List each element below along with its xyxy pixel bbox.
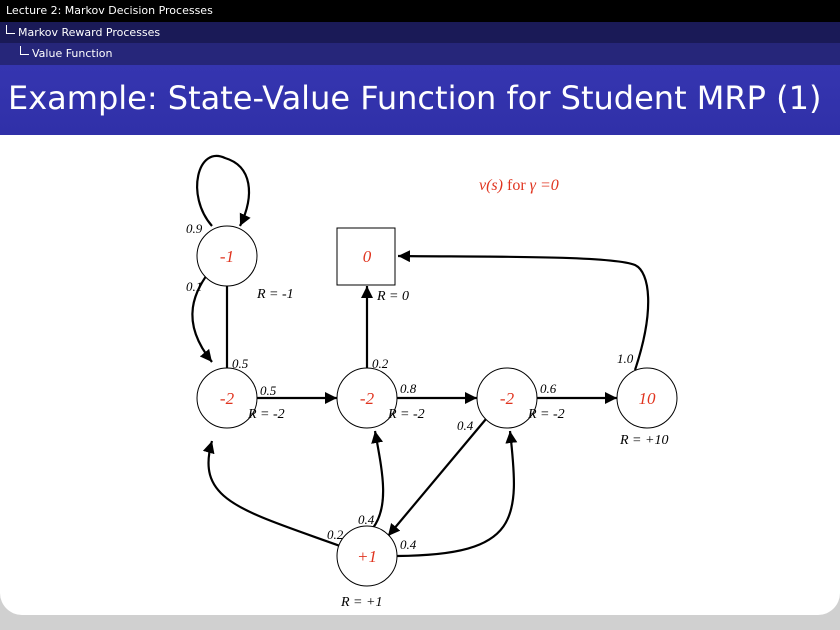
edge-pub-to-class2 [371,430,385,529]
slide-title: Example: State-Value Function for Studen… [8,79,822,117]
prob-class2-to-class3: 0.8 [400,381,417,396]
student-mrp-diagram: -1 -2 -2 -2 10 +1 0 R = -1 R = -2 R = -2… [186,154,678,610]
prob-pub-to-class3: 0.4 [400,537,417,552]
class1-value: -2 [220,389,235,408]
tree-corner-icon [6,25,15,34]
state-pub-node [336,525,398,587]
breadcrumb-lecture-label: Lecture 2: Markov Decision Processes [6,4,213,17]
state-class2-node [336,367,398,429]
pub-value: +1 [357,547,377,566]
caption-value-fn: v(s) [479,177,503,194]
sleep-value: 0 [363,247,372,266]
breadcrumb-section-label: Markov Reward Processes [18,26,161,39]
prob-pass-to-sleep: 1.0 [617,351,634,366]
edge-pub-to-class1 [202,440,341,548]
edge-facebook-self [196,154,251,227]
class3-value: -2 [500,389,515,408]
breadcrumb-lecture[interactable]: Lecture 2: Markov Decision Processes [0,0,840,22]
state-facebook-node [196,225,258,287]
facebook-value: -1 [220,247,234,266]
slide-title-bar: Example: State-Value Function for Studen… [0,65,840,135]
class2-reward: R = -2 [387,407,425,422]
class1-reward: R = -2 [247,407,285,422]
state-sleep-node [336,227,396,286]
caption-for: for [503,177,530,194]
prob-facebook-to-class1: 0.1 [186,279,202,294]
class2-value: -2 [360,389,375,408]
breadcrumb-section[interactable]: Markov Reward Processes [0,22,840,43]
edge-pub-to-class3 [396,430,518,558]
pub-reward: R = +1 [340,595,382,610]
breadcrumb-subsection-label: Value Function [32,47,113,60]
breadcrumb-subsection[interactable]: Value Function [0,43,840,65]
prob-pub-to-class2: 0.4 [358,512,375,527]
edge-class3-to-pub [387,418,487,537]
prob-class3-to-pub: 0.4 [457,418,474,433]
prob-class1-to-facebook: 0.5 [232,356,249,371]
state-pass-node [616,367,678,429]
facebook-reward: R = -1 [256,287,294,302]
prob-pub-to-class1: 0.2 [327,527,344,542]
pass-value: 10 [639,389,657,408]
prob-class2-to-sleep: 0.2 [372,356,389,371]
class3-reward: R = -2 [527,407,565,422]
sleep-reward: R = 0 [376,289,409,304]
slide-content: -1 -2 -2 -2 10 +1 0 R = -1 R = -2 R = -2… [0,135,840,615]
tree-corner-icon [20,46,29,55]
prob-class3-to-pass: 0.6 [540,381,557,396]
caption-gamma: γ =0 [530,177,559,194]
state-class1-node [196,367,258,429]
prob-facebook-self: 0.9 [186,221,203,236]
state-class3-node [476,367,538,429]
prob-class1-to-class2: 0.5 [260,383,277,398]
edge-pass-to-sleep [397,250,650,371]
pass-reward: R = +10 [619,433,668,448]
diagram-caption: v(s) for γ =0 [479,177,559,194]
